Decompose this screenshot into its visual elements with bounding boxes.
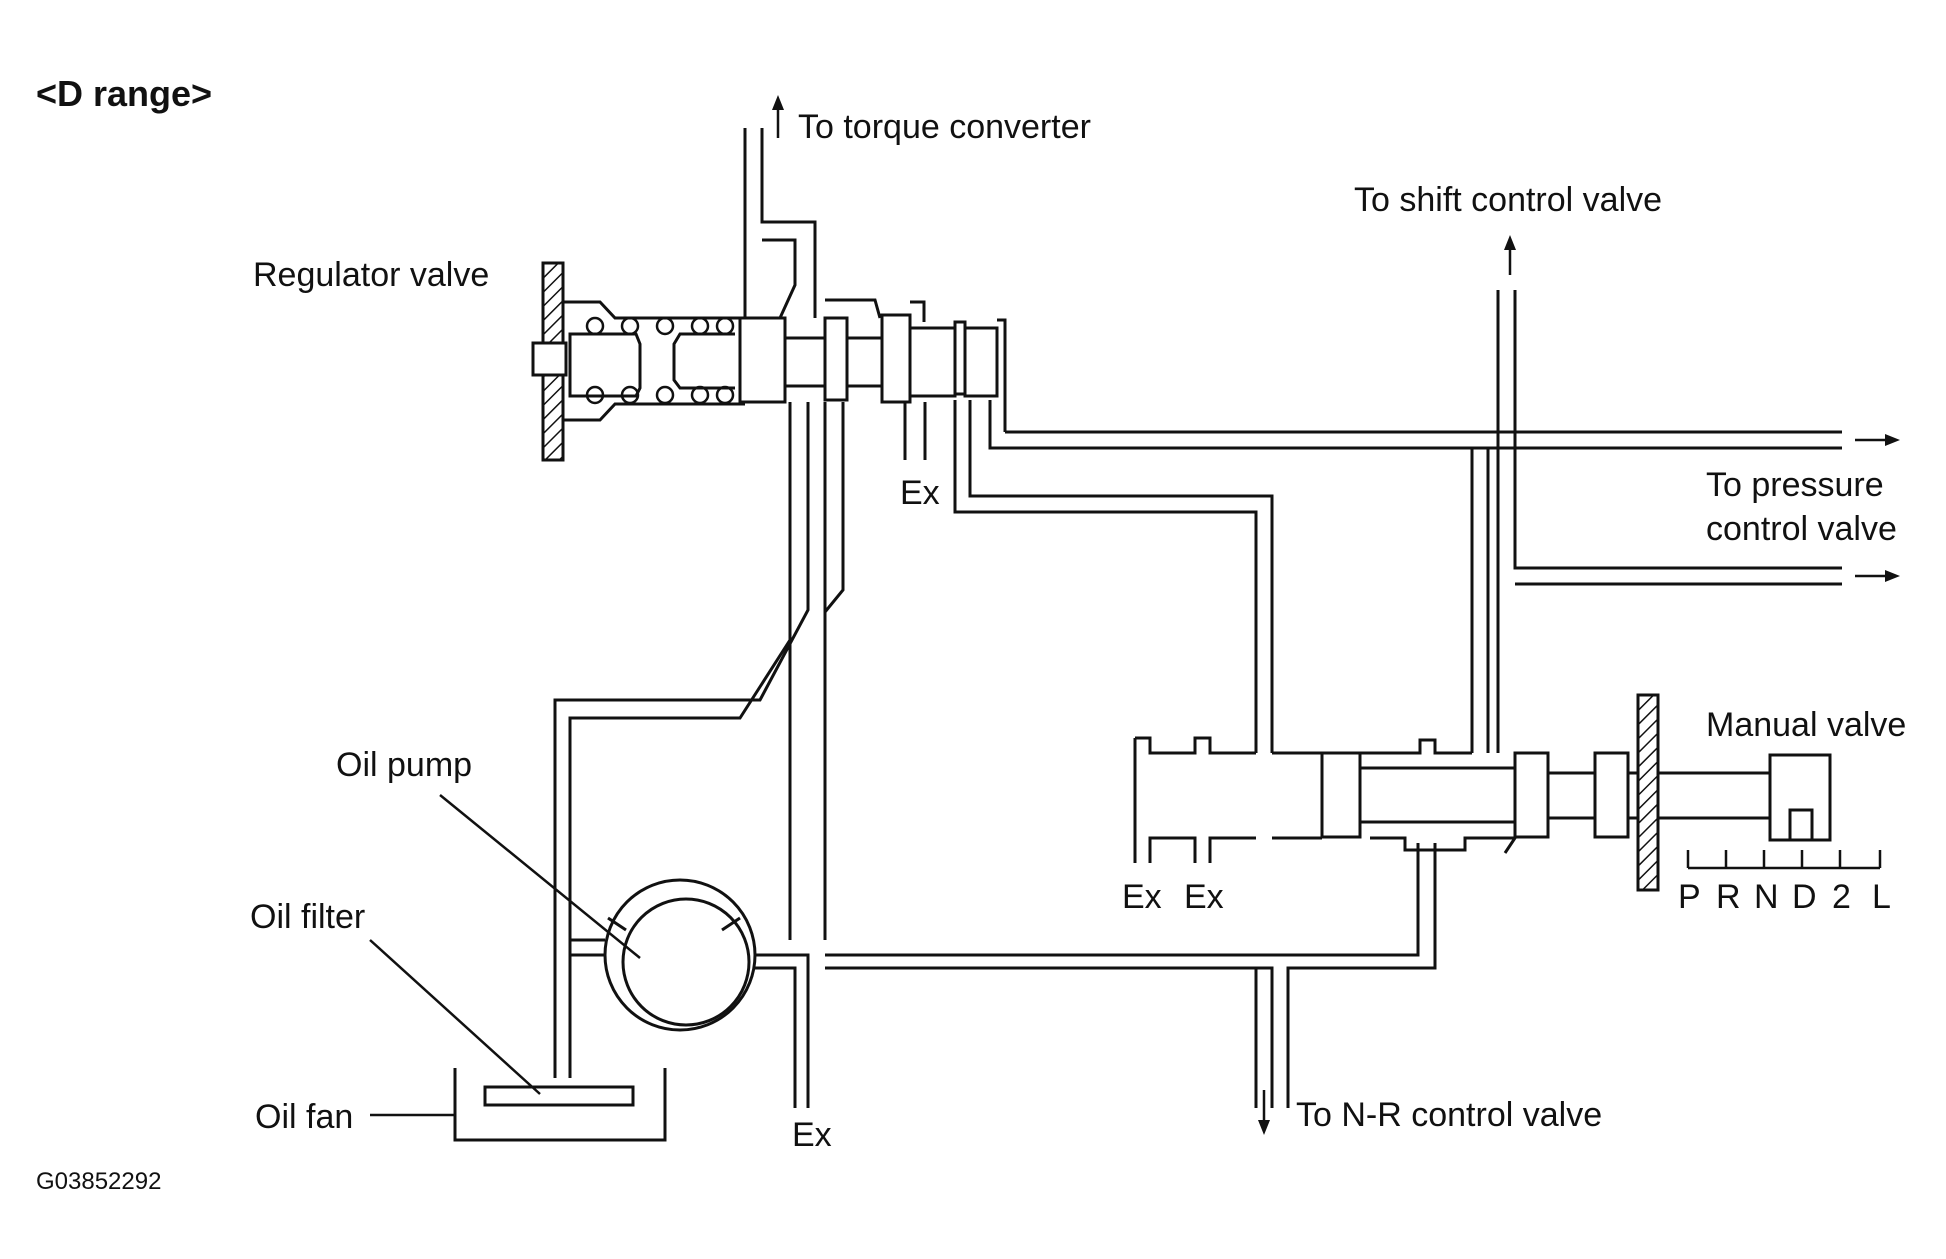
torque-converter-line [743,128,817,319]
position-label-r: R [1716,878,1741,916]
oil-pump-outlet-line [755,843,1437,1108]
regulator-exhaust-port [903,402,927,460]
regulator-spring [585,316,735,405]
position-label-n: N [1754,878,1779,916]
shift-control-branch [1470,290,1900,753]
regulator-spool-land-1 [738,316,787,404]
torque-converter-arrow [772,95,784,138]
label-ex-regulator: Ex [900,474,940,512]
position-label-2: 2 [1832,878,1851,916]
label-pressure-control-valve-line2: control valve [1706,510,1897,548]
manual-valve-detent [1768,753,1832,842]
regulator-to-manual-line [953,400,1274,753]
shift-control-arrow [1504,235,1516,275]
label-regulator-valve: Regulator valve [253,256,490,294]
manual-valve-plate [1636,693,1660,892]
label-ex-manual-right: Ex [1184,878,1224,916]
label-pressure-control-valve-line1: To pressure [1706,466,1884,504]
oil-filter [483,1085,635,1107]
regulator-spool-land-4 [963,326,999,398]
regulator-spring-seat [672,332,735,390]
position-label-l: L [1872,878,1891,916]
label-oil-filter: Oil filter [250,898,366,936]
label-manual-valve: Manual valve [1706,706,1907,744]
position-label-p: P [1678,878,1701,916]
oil-fan [453,1068,667,1142]
figure-code: G03852292 [36,1168,162,1195]
label-ex-manual-left: Ex [1122,878,1162,916]
position-label-d: D [1792,878,1817,916]
label-ex-bottom: Ex [792,1116,832,1154]
label-oil-pump: Oil pump [336,746,473,784]
regulator-valve [531,261,1007,462]
regulator-adjust-plug [531,341,568,377]
manual-valve [1133,693,1832,892]
manual-valve-land-3 [1593,751,1630,839]
manual-valve-land-2 [1513,751,1550,839]
regulator-spool-land-2 [823,316,849,402]
diagram-title: <D range> [36,73,213,114]
pump-to-regulator-lines [553,402,845,1078]
label-shift-control-valve: To shift control valve [1354,181,1663,219]
line-pressure-to-pressure-control [988,400,1900,450]
nr-control-line [1258,1090,1270,1135]
pump-suction-line [570,938,605,957]
regulator-spool-land-3 [880,313,912,404]
manual-valve-land-1 [1320,751,1362,839]
regulator-bore-top [825,298,882,319]
leader-lines [369,794,641,1117]
selector-scale [1686,850,1882,870]
label-torque-converter: To torque converter [798,108,1091,146]
label-nr-control-valve: To N-R control valve [1296,1096,1603,1134]
label-oil-fan: Oil fan [255,1098,354,1136]
oil-pump [603,878,757,1032]
regulator-plunger [568,332,642,398]
